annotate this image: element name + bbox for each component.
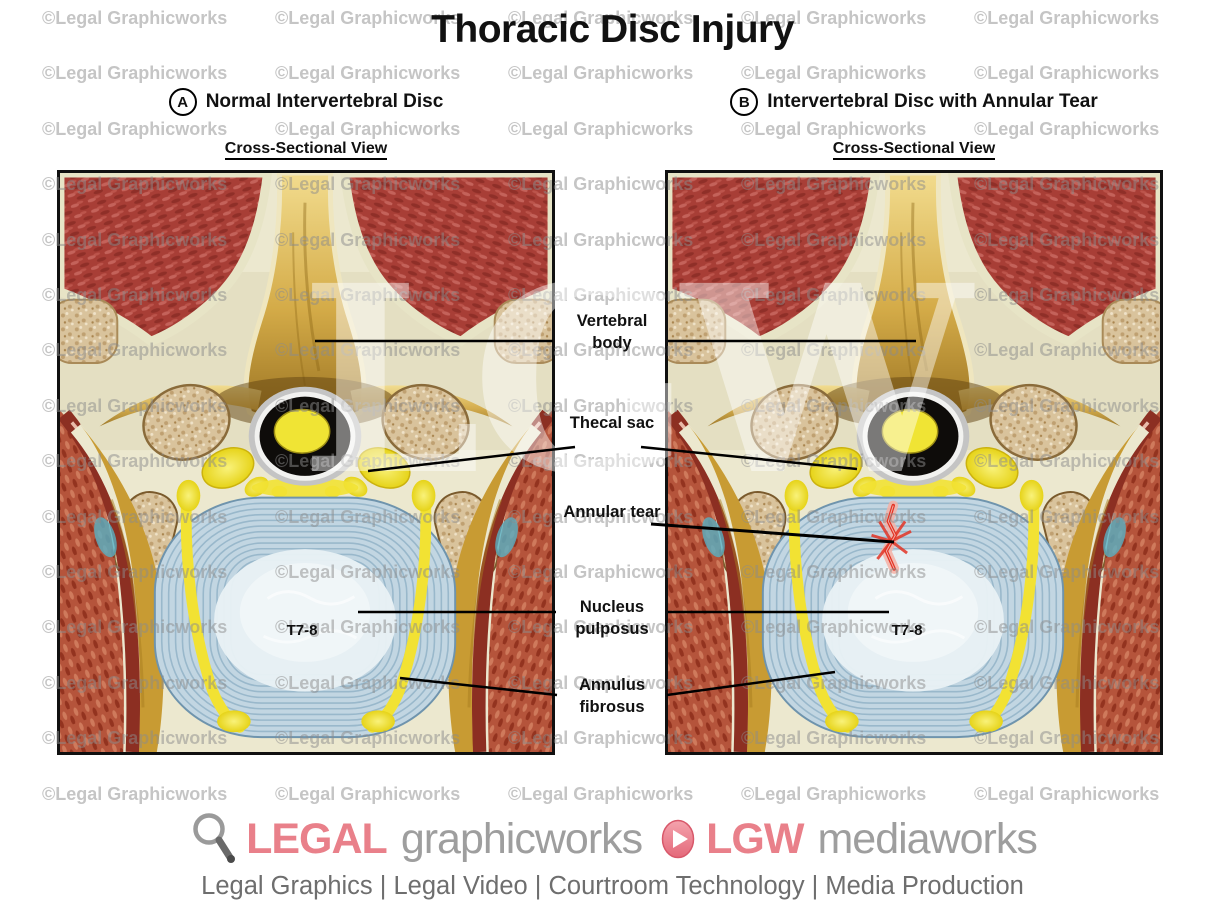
brand-mediaworks: mediaworks (817, 814, 1037, 863)
panel-a-header: A Normal Intervertebral Disc (57, 88, 555, 116)
watermark-text: ©Legal Graphicworks (741, 783, 927, 804)
magnifier-icon (193, 813, 236, 863)
panel-a-illustration (57, 170, 555, 755)
services-tagline: Legal Graphics | Legal Video | Courtroom… (201, 872, 1024, 900)
panel-b-illustration (665, 170, 1163, 755)
brand-legal: LEGAL (246, 814, 388, 863)
brand-lgw: LGW (706, 814, 804, 863)
watermark-text: ©Legal Graphicworks (42, 118, 228, 139)
watermark-text: ©Legal Graphicworks (275, 63, 461, 84)
thecal-sac-label: Thecal sac (569, 414, 655, 432)
watermark-text: ©Legal Graphicworks (508, 783, 694, 804)
company-logo: LEGAL graphicworks LGW mediaworks (0, 812, 1225, 866)
panel-a-title: Normal Intervertebral Disc (205, 91, 444, 112)
panel-a-letter-badge: A (168, 88, 197, 116)
watermark-text: ©Legal Graphicworks (974, 63, 1160, 84)
panel-b-header: B Intervertebral Disc with Annular Tear (665, 88, 1163, 116)
vertebral-body-label: Vertebral body (576, 312, 648, 353)
torn-disc-cross-section-art (668, 173, 1160, 752)
annulus-fibrosus-label: Annulus fibrosus (579, 676, 645, 717)
panel-b-view-label: Cross-Sectional View (665, 140, 1163, 160)
watermark-text: ©Legal Graphicworks (741, 118, 927, 139)
disc-level-label-b: T7-8 (891, 622, 923, 639)
watermark-text: ©Legal Graphicworks (275, 118, 461, 139)
play-icon (661, 819, 695, 859)
watermark-text: ©Legal Graphicworks (42, 783, 228, 804)
watermark-text: ©Legal Graphicworks (508, 118, 694, 139)
watermark-text: ©Legal Graphicworks (275, 783, 461, 804)
panel-b-title: Intervertebral Disc with Annular Tear (767, 91, 1098, 112)
watermark-text: ©Legal Graphicworks (974, 783, 1160, 804)
page-title: Thoracic Disc Injury (431, 8, 794, 51)
watermark-text: ©Legal Graphicworks (508, 63, 694, 84)
watermark-text: ©Legal Graphicworks (974, 118, 1160, 139)
brand-graphicworks: graphicworks (400, 814, 643, 863)
normal-disc-cross-section-art (60, 173, 552, 752)
panel-b-letter-badge: B (730, 88, 759, 116)
panel-a-view-label: Cross-Sectional View (57, 140, 555, 160)
annular-tear-label: Annular tear (563, 503, 661, 521)
nucleus-pulposus-label: Nucleus pulposus (575, 598, 649, 639)
watermark-text: ©Legal Graphicworks (42, 63, 228, 84)
watermark-text: ©Legal Graphicworks (741, 63, 927, 84)
disc-level-label-a: T7-8 (286, 622, 318, 639)
